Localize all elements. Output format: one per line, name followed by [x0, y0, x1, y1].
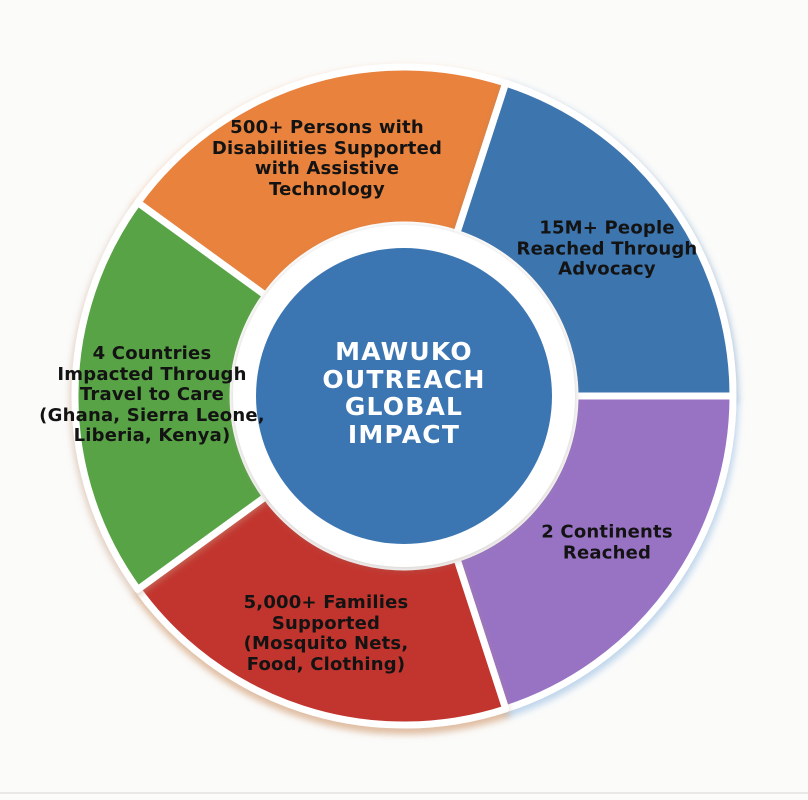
- label-line: Disabilities Supported: [211, 137, 443, 159]
- label-line: (Ghana, Sierra Leone,: [39, 404, 265, 426]
- label-line: Reached Through: [516, 237, 698, 259]
- label-line: Impacted Through: [57, 363, 247, 385]
- label-line: Travel to Care: [79, 383, 225, 405]
- segment-label-countries-impacted: 4 Countries Impacted Through Travel to C…: [39, 342, 265, 447]
- label-line: 2 Continents: [541, 521, 673, 543]
- label-line: Technology: [269, 178, 385, 200]
- label-line: Advocacy: [558, 258, 656, 280]
- label-line: Supported: [271, 612, 381, 634]
- center-title-line: OUTREACH: [322, 364, 486, 394]
- center-title-line: GLOBAL: [344, 392, 464, 421]
- label-line: Food, Clothing): [246, 653, 406, 675]
- segment-label-families-supported: 5,000+ Families Supported (Mosquito Nets…: [243, 592, 409, 675]
- label-line: Reached: [562, 542, 652, 563]
- label-line: 15M+ People: [539, 217, 675, 239]
- label-line: Liberia, Kenya): [73, 424, 231, 446]
- label-line: 4 Countries: [92, 342, 212, 364]
- label-line: with Assistive: [254, 158, 400, 179]
- label-line: (Mosquito Nets,: [243, 633, 409, 654]
- center-title-line: IMPACT: [347, 419, 461, 449]
- label-line: 5,000+ Families: [243, 592, 409, 613]
- center-hub-circle: [256, 248, 552, 544]
- chart-center-title: MAWUKO OUTREACH GLOBAL IMPACT: [322, 338, 485, 448]
- segment-label-assistive-technology: 500+ Persons with Disabilities Supported…: [211, 117, 443, 200]
- segment-label-continents-reached: 2 Continents Reached: [541, 521, 673, 564]
- bottom-edge-line: [0, 792, 808, 794]
- center-title-line: MAWUKO: [335, 337, 473, 366]
- segment-label-advocacy-reach: 15M+ People Reached Through Advocacy: [517, 218, 698, 280]
- label-line: 500+ Persons with: [230, 117, 424, 138]
